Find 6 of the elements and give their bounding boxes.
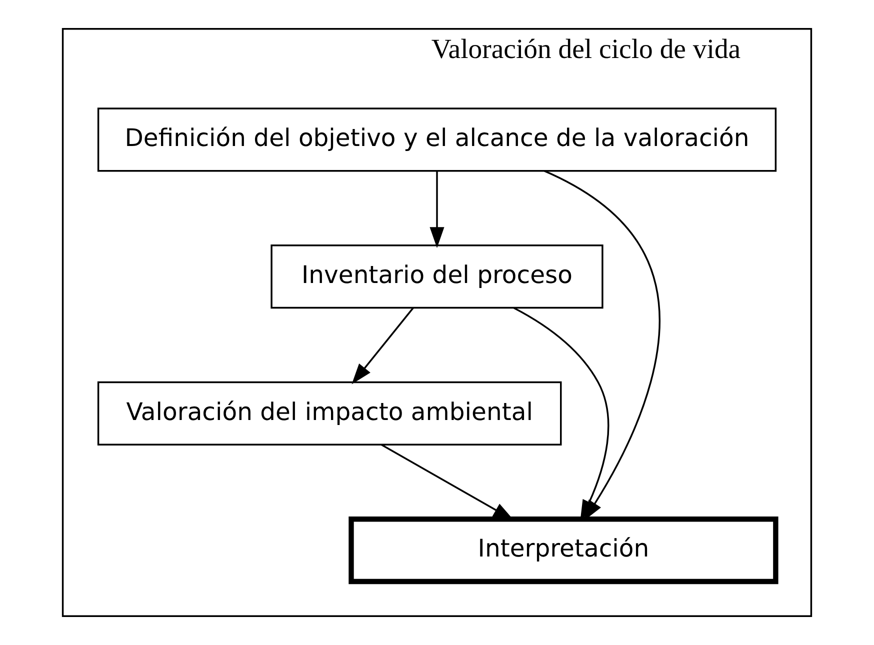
arrow	[352, 307, 414, 384]
node-box: Interpretación	[348, 516, 778, 584]
node-box: Inventario del proceso	[270, 244, 604, 309]
node-box: Definición del objetivo y el alcance de la valoración	[97, 108, 777, 172]
node-box: Valoración del impacto ambiental	[97, 381, 562, 446]
arrow	[430, 171, 444, 248]
